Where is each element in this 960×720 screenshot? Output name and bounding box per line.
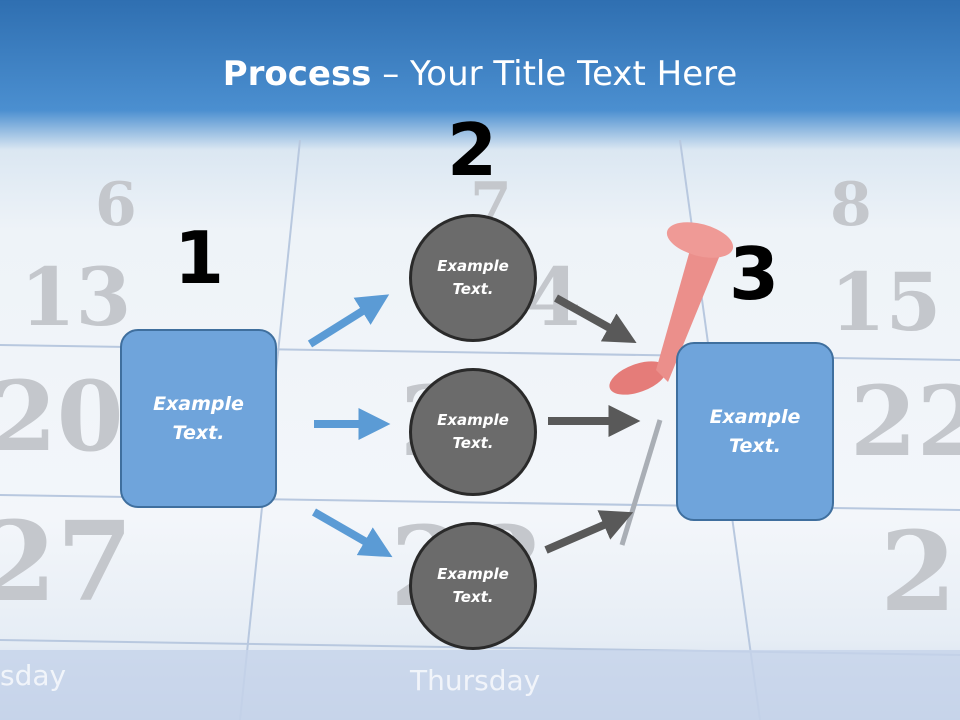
weekday-label: sday	[0, 659, 66, 692]
calendar-number: 2	[880, 507, 957, 636]
slide-title: Process – Your Title Text Here	[0, 52, 960, 96]
calendar-number: 27	[0, 497, 133, 626]
calendar-number: 8	[830, 170, 872, 240]
step-number-1: 1	[173, 216, 225, 300]
step-number-3: 3	[728, 232, 780, 316]
weekday-label: Thursday	[409, 664, 540, 697]
push-pin-icon	[609, 222, 734, 546]
arrow-from-top	[554, 294, 637, 344]
step-2-circle-top: Example Text.	[409, 214, 537, 342]
step-number-2: 2	[446, 108, 498, 192]
arrow-to-bottom	[312, 508, 393, 558]
calendar-number: 6	[95, 170, 137, 240]
step-3-box: Example Text.	[676, 342, 834, 521]
step-1-box: Example Text.	[120, 329, 277, 508]
calendar-number: 22	[850, 365, 960, 478]
step-2-circle-bottom: Example Text.	[409, 522, 537, 650]
calendar-number: 13	[20, 250, 131, 344]
arrow-from-bottom	[544, 510, 634, 554]
step-2-circle-middle: Example Text.	[409, 368, 537, 496]
title-bold: Process	[222, 54, 372, 94]
arrow-to-top	[307, 294, 390, 348]
calendar-number: 20	[0, 360, 124, 473]
title-rest: – Your Title Text Here	[371, 54, 738, 94]
calendar-number: 15	[830, 255, 941, 349]
